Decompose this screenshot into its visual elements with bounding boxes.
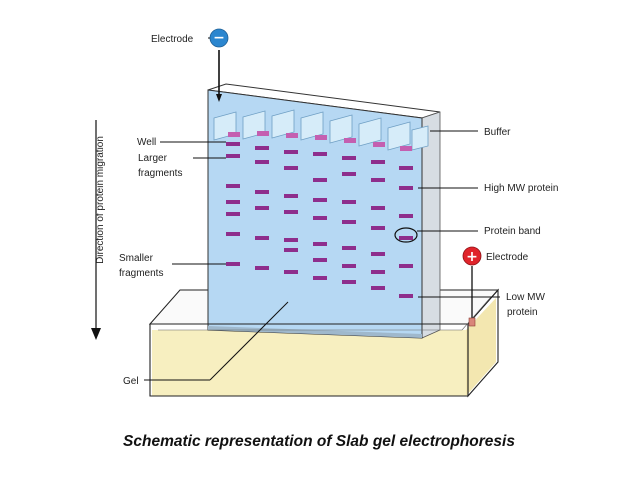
protein-band — [313, 242, 327, 246]
electrode-wire-tip — [216, 94, 222, 102]
protein-band — [226, 184, 240, 188]
protein-band — [371, 270, 385, 274]
buffer-tank-front — [149, 288, 499, 398]
protein-band — [284, 238, 298, 242]
well — [286, 133, 298, 138]
label-larger-fragments-1: Larger — [138, 153, 168, 164]
protein-band — [313, 152, 327, 156]
protein-band — [342, 200, 356, 204]
protein-band — [371, 252, 385, 256]
protein-band — [399, 186, 413, 190]
negative-electrode: − — [209, 28, 229, 102]
label-buffer: Buffer — [484, 127, 511, 138]
electrode-wire-end — [468, 317, 476, 327]
protein-band — [371, 178, 385, 182]
well — [344, 138, 356, 143]
label-gel: Gel — [123, 376, 139, 387]
buffer-liquid-front — [152, 330, 466, 396]
figure-caption: Schematic representation of Slab gel ele… — [123, 433, 515, 450]
leader-lines — [144, 37, 500, 381]
protein-band — [313, 216, 327, 220]
leader-line-gel-v — [209, 301, 289, 381]
well-tooth — [411, 125, 429, 151]
well-tooth — [329, 114, 353, 144]
protein-band — [284, 270, 298, 274]
protein-band — [399, 214, 413, 218]
protein-bands — [226, 142, 413, 298]
label-electrode-top: Electrode — [151, 34, 194, 45]
tank-inner-edge — [461, 297, 491, 331]
migration-direction-label: Direction of protein migration — [95, 136, 106, 264]
migration-arrowhead — [91, 328, 101, 340]
protein-band — [313, 258, 327, 262]
protein-band — [255, 206, 269, 210]
protein-band — [342, 264, 356, 268]
label-high-mw-protein: High MW protein — [484, 183, 558, 194]
well — [315, 135, 327, 140]
protein-band — [226, 200, 240, 204]
wells — [228, 131, 412, 151]
protein-band — [313, 198, 327, 202]
well — [373, 142, 385, 147]
well-tooth — [358, 117, 382, 147]
protein-band — [284, 194, 298, 198]
protein-band — [284, 210, 298, 214]
protein-band — [255, 160, 269, 164]
protein-band — [371, 160, 385, 164]
tank-side-wall — [467, 288, 499, 398]
label-protein-band: Protein band — [484, 226, 541, 237]
well-tooth — [300, 111, 324, 141]
protein-band — [342, 246, 356, 250]
well-tooth — [387, 121, 411, 151]
protein-band-highlight — [394, 227, 418, 243]
protein-band — [284, 166, 298, 170]
positive-electrode: + — [462, 246, 482, 327]
protein-band — [255, 266, 269, 270]
well-tooth — [271, 109, 295, 139]
protein-band — [371, 206, 385, 210]
protein-band — [399, 166, 413, 170]
protein-band — [399, 236, 413, 240]
protein-band — [399, 264, 413, 268]
protein-band — [226, 232, 240, 236]
protein-band — [284, 248, 298, 252]
protein-band — [399, 294, 413, 298]
protein-band — [371, 226, 385, 230]
label-low-mw-1: Low MW — [506, 292, 545, 303]
well — [257, 131, 269, 136]
protein-band — [226, 154, 240, 158]
protein-band — [342, 280, 356, 284]
label-low-mw-2: protein — [507, 307, 538, 318]
protein-band — [255, 146, 269, 150]
label-well: Well — [137, 137, 156, 148]
protein-band — [313, 178, 327, 182]
protein-band — [313, 276, 327, 280]
label-larger-fragments-2: fragments — [138, 168, 182, 179]
protein-band — [226, 142, 240, 146]
protein-band — [226, 262, 240, 266]
protein-band — [342, 172, 356, 176]
negative-sign: − — [213, 30, 225, 46]
label-smaller-fragments-1: Smaller — [119, 253, 154, 264]
protein-band — [255, 190, 269, 194]
positive-electrode-icon — [462, 246, 482, 266]
protein-band — [342, 220, 356, 224]
positive-sign: + — [466, 249, 478, 265]
protein-band — [371, 286, 385, 290]
protein-band — [255, 236, 269, 240]
label-smaller-fragments-2: fragments — [119, 268, 163, 279]
protein-band — [342, 156, 356, 160]
protein-band — [284, 150, 298, 154]
migration-direction: Direction of protein migration — [91, 120, 106, 340]
protein-band — [226, 212, 240, 216]
label-electrode-right: Electrode — [486, 252, 529, 263]
well — [228, 132, 240, 137]
well — [400, 146, 412, 151]
